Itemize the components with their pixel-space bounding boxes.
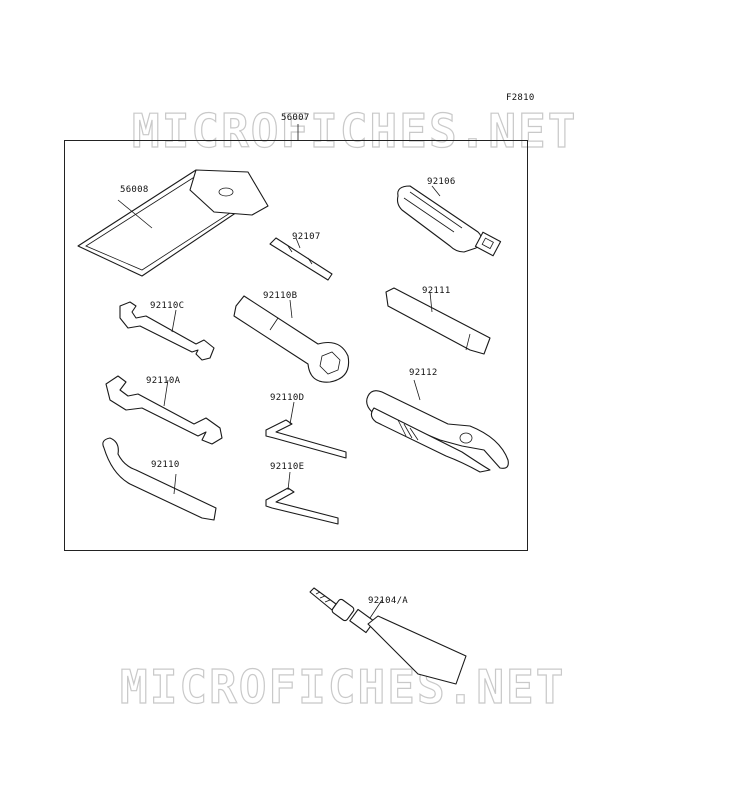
label-92104A: 92104/A [368, 596, 409, 606]
label-92110D: 92110D [270, 393, 305, 403]
tool-kit-frame [64, 140, 528, 551]
screwdriver-handle-drawing [396, 185, 502, 257]
hex-key-large-drawing [265, 401, 347, 459]
hook-wrench-drawing [102, 437, 217, 521]
label-92110B: 92110B [263, 291, 298, 301]
box-wrench-drawing [233, 295, 350, 383]
tool-bag-drawing [77, 169, 269, 277]
label-92110E: 92110E [270, 462, 305, 472]
label-92111: 92111 [422, 286, 451, 296]
label-92106: 92106 [427, 177, 456, 187]
label-56007: 56007 [281, 113, 310, 123]
watermark-bottom: MICROFICHES.NET [119, 660, 566, 714]
label-92112: 92112 [409, 368, 438, 378]
label-92110A: 92110A [146, 376, 181, 386]
extension-bar-drawing [385, 287, 491, 355]
hex-key-small-drawing [265, 471, 339, 525]
screwdriver-bit-drawing [269, 237, 333, 281]
figure-code: F2810 [506, 93, 535, 103]
open-wrench-large-drawing [105, 375, 223, 445]
watermark-top: MICROFICHES.NET [131, 104, 578, 158]
label-92110: 92110 [151, 460, 180, 470]
pliers-drawing [366, 379, 509, 473]
label-56008: 56008 [120, 185, 149, 195]
label-92110C: 92110C [150, 301, 185, 311]
open-wrench-small-drawing [119, 301, 215, 361]
grease-tube-drawing [309, 587, 467, 685]
label-92107: 92107 [292, 232, 321, 242]
